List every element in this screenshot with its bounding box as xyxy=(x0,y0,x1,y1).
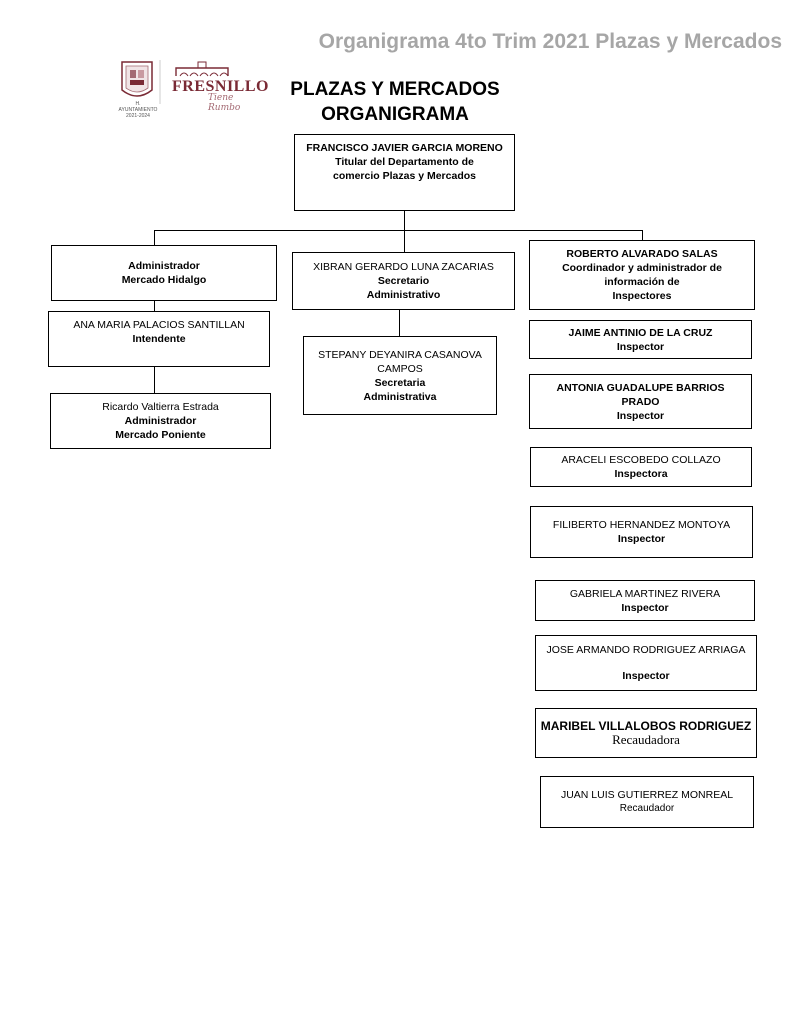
connector-horizontal-bar xyxy=(154,230,643,231)
org-node-left3-name: Ricardo Valtierra Estrada xyxy=(102,401,219,413)
org-node-right9: JUAN LUIS GUTIERREZ MONREAL Recaudador xyxy=(540,776,754,828)
org-node-right5-role: Inspector xyxy=(617,533,666,545)
org-node-right2-role: Inspector xyxy=(616,340,665,353)
org-node-head-role-line1: Titular del Departamento de xyxy=(335,156,474,168)
org-node-mid2: STEPANY DEYANIRA CASANOVA CAMPOS Secreta… xyxy=(303,336,497,415)
org-node-right3-name-line1: ANTONIA GUADALUPE BARRIOS xyxy=(556,381,725,394)
org-node-mid2-name-line1: STEPANY DEYANIRA CASANOVA xyxy=(318,348,482,361)
org-node-right1: ROBERTO ALVARADO SALAS Coordinador y adm… xyxy=(529,240,755,310)
connector-bar-to-mid1 xyxy=(404,230,405,253)
org-node-right5-name: FILIBERTO HERNANDEZ MONTOYA xyxy=(552,519,731,531)
org-node-head-role-line2: comercio Plazas y Mercados xyxy=(333,170,476,182)
chart-title-line2: ORGANIGRAMA xyxy=(321,104,469,125)
org-node-right6: GABRIELA MARTINEZ RIVERA Inspector xyxy=(535,580,755,621)
org-node-left3-role-line1: Administrador xyxy=(124,415,197,427)
org-node-right9-role: Recaudador xyxy=(619,803,675,814)
connector-bar-to-left1 xyxy=(154,230,155,246)
org-node-head-name: FRANCISCO JAVIER GARCIA MORENO xyxy=(306,142,503,154)
org-node-mid2-name-line2: CAMPOS xyxy=(377,362,423,375)
org-node-left1-role-line1: Administrador xyxy=(128,260,200,272)
connector-head-down xyxy=(404,210,405,231)
org-node-right3: ANTONIA GUADALUPE BARRIOS PRADO Inspecto… xyxy=(529,374,752,429)
connector-bar-to-right1 xyxy=(642,230,643,241)
org-node-mid2-role-line2: Administrativa xyxy=(363,390,437,403)
org-node-head: FRANCISCO JAVIER GARCIA MORENO Titular d… xyxy=(294,134,515,211)
org-node-mid1: XIBRAN GERARDO LUNA ZACARIAS Secretario … xyxy=(292,252,515,310)
org-node-right8-name: MARIBEL VILLALOBOS RODRIGUEZ xyxy=(540,719,752,733)
org-node-left3-role-line2: Mercado Poniente xyxy=(115,429,206,441)
org-node-mid2-role-line1: Secretaria xyxy=(374,376,426,389)
org-node-right6-role: Inspector xyxy=(621,601,669,614)
org-node-right8: MARIBEL VILLALOBOS RODRIGUEZ Recaudadora xyxy=(535,708,757,758)
org-node-left2-role: Intendente xyxy=(132,333,186,345)
org-node-right7-name: JOSE ARMANDO RODRIGUEZ ARRIAGA xyxy=(546,644,746,656)
org-node-right2: JAIME ANTINIO DE LA CRUZ Inspector xyxy=(529,320,752,359)
logo-name: FRESNILLO xyxy=(172,78,269,95)
org-node-right2-name: JAIME ANTINIO DE LA CRUZ xyxy=(568,326,713,339)
org-node-right9-name: JUAN LUIS GUTIERREZ MONREAL xyxy=(560,789,734,801)
org-node-right1-role-line1: Coordinador y administrador de xyxy=(562,262,722,274)
connector-mid1-mid2 xyxy=(399,310,400,337)
org-node-mid1-role-line1: Secretario xyxy=(377,275,430,287)
org-node-right1-name: ROBERTO ALVARADO SALAS xyxy=(566,248,718,260)
org-node-left1-role-line2: Mercado Hidalgo xyxy=(121,274,207,286)
logo-tagline: Tiene Rumbo xyxy=(208,93,241,113)
org-node-right6-name: GABRIELA MARTINEZ RIVERA xyxy=(569,587,721,600)
logo-years: H. AYUNTAMIENTO 2021-2024 xyxy=(118,101,158,119)
org-node-mid1-name: XIBRAN GERARDO LUNA ZACARIAS xyxy=(313,261,494,273)
org-node-right4: ARACELI ESCOBEDO COLLAZO Inspectora xyxy=(530,447,752,487)
fresnillo-logo: FRESNILLO Tiene Rumbo H. AYUNTAMIENTO 20… xyxy=(116,56,268,119)
org-node-left2: ANA MARIA PALACIOS SANTILLAN Intendente xyxy=(48,311,270,367)
chart-title-line1: PLAZAS Y MERCADOS xyxy=(290,79,500,100)
org-node-left1: Administrador Mercado Hidalgo xyxy=(51,245,277,301)
document-header-title: Organigrama 4to Trim 2021 Plazas y Merca… xyxy=(318,30,782,53)
org-node-right5: FILIBERTO HERNANDEZ MONTOYA Inspector xyxy=(530,506,753,558)
org-node-left2-name: ANA MARIA PALACIOS SANTILLAN xyxy=(73,319,245,331)
org-node-right1-role-line3: Inspectores xyxy=(612,290,672,302)
logo-years-line1: H. AYUNTAMIENTO xyxy=(118,101,158,113)
org-node-right3-name-line2: PRADO xyxy=(621,395,660,408)
connector-left2-left3 xyxy=(154,366,155,394)
org-node-right4-name: ARACELI ESCOBEDO COLLAZO xyxy=(561,454,721,466)
logo-years-line2: 2021-2024 xyxy=(126,113,150,119)
org-node-right7: JOSE ARMANDO RODRIGUEZ ARRIAGA Inspector xyxy=(535,635,757,691)
org-node-right3-role: Inspector xyxy=(616,409,665,422)
org-node-right7-role: Inspector xyxy=(622,670,670,682)
org-node-right4-role: Inspectora xyxy=(614,468,668,480)
org-node-right1-role-line2: información de xyxy=(604,276,680,288)
seal-icon xyxy=(121,60,229,104)
connector-left1-left2 xyxy=(154,300,155,312)
org-node-left3: Ricardo Valtierra Estrada Administrador … xyxy=(50,393,271,449)
org-node-mid1-role-line2: Administrativo xyxy=(366,289,441,301)
org-node-right8-role: Recaudadora xyxy=(612,732,680,747)
chart-title: PLAZAS Y MERCADOS ORGANIGRAMA xyxy=(270,77,520,127)
